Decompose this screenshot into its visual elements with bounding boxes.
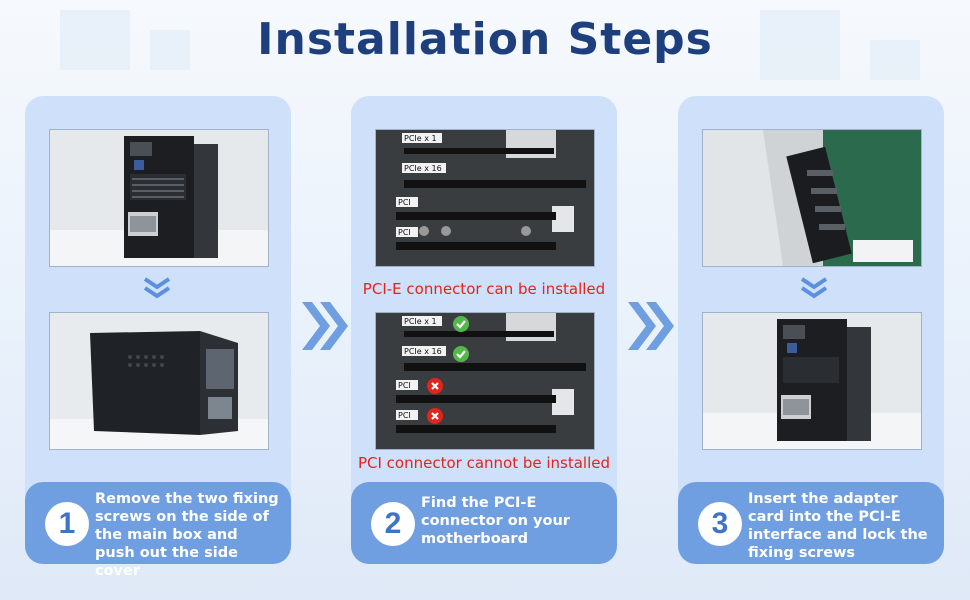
chevron-right-icon [302, 302, 348, 350]
slot-label: PCIe x 16 [404, 164, 442, 173]
step-2-panel: PCIe x 1 PCIe x 16 PCI PCI PCI-E connect… [351, 96, 617, 564]
pc-tower-assembled-photo [702, 312, 922, 450]
chevron-down-icon [800, 277, 828, 299]
cross-icon [427, 378, 443, 394]
step-3-panel: 3 Insert the adapter card into the PCI-E… [678, 96, 944, 564]
step-2-instruction: Find the PCI-E connector on your motherb… [421, 495, 570, 547]
step-number-badge: 3 [698, 502, 742, 546]
card-insertion-photo [702, 129, 922, 267]
slot-label: PCIe x 16 [404, 347, 442, 356]
background-tile [60, 10, 130, 70]
step-3-footer: 3 Insert the adapter card into the PCI-E… [678, 482, 944, 564]
pc-tower-closed-photo [49, 129, 269, 267]
slot-label: PCI [398, 198, 411, 207]
caption-unsupported: PCI connector cannot be installed [357, 454, 611, 472]
background-tile [150, 30, 190, 70]
caption-supported: PCI-E connector can be installed [362, 280, 606, 298]
slot-label: PCIe x 1 [404, 134, 437, 143]
slot-label: PCI [398, 411, 411, 420]
step-1-panel: 1 Remove the two fixing screws on the si… [25, 96, 291, 579]
chevron-right-icon [628, 302, 674, 350]
motherboard-slots-photo: PCIe x 1 PCIe x 16 PCI PCI [375, 129, 595, 267]
step-2-footer: 2 Find the PCI-E connector on your mothe… [351, 482, 617, 564]
step-1-instruction: Remove the two fixing screws on the side… [95, 491, 279, 579]
pc-box-open-photo [49, 312, 269, 450]
step-1-footer: 1 Remove the two fixing screws on the si… [25, 482, 291, 579]
check-icon [453, 316, 469, 332]
chevron-down-icon [143, 277, 171, 299]
slot-label: PCI [398, 228, 411, 237]
cross-icon [427, 408, 443, 424]
background-tile [760, 10, 840, 80]
background-tile [870, 40, 920, 80]
step-number-badge: 1 [45, 502, 89, 546]
check-icon [453, 346, 469, 362]
page-title: Installation Steps [257, 14, 713, 65]
slot-label: PCI [398, 381, 411, 390]
step-number-badge: 2 [371, 502, 415, 546]
motherboard-slots-marked-photo: PCIe x 1 PCIe x 16 PCI PCI [375, 312, 595, 450]
slot-label: PCIe x 1 [404, 317, 437, 326]
step-3-instruction: Insert the adapter card into the PCI-E i… [748, 491, 928, 561]
